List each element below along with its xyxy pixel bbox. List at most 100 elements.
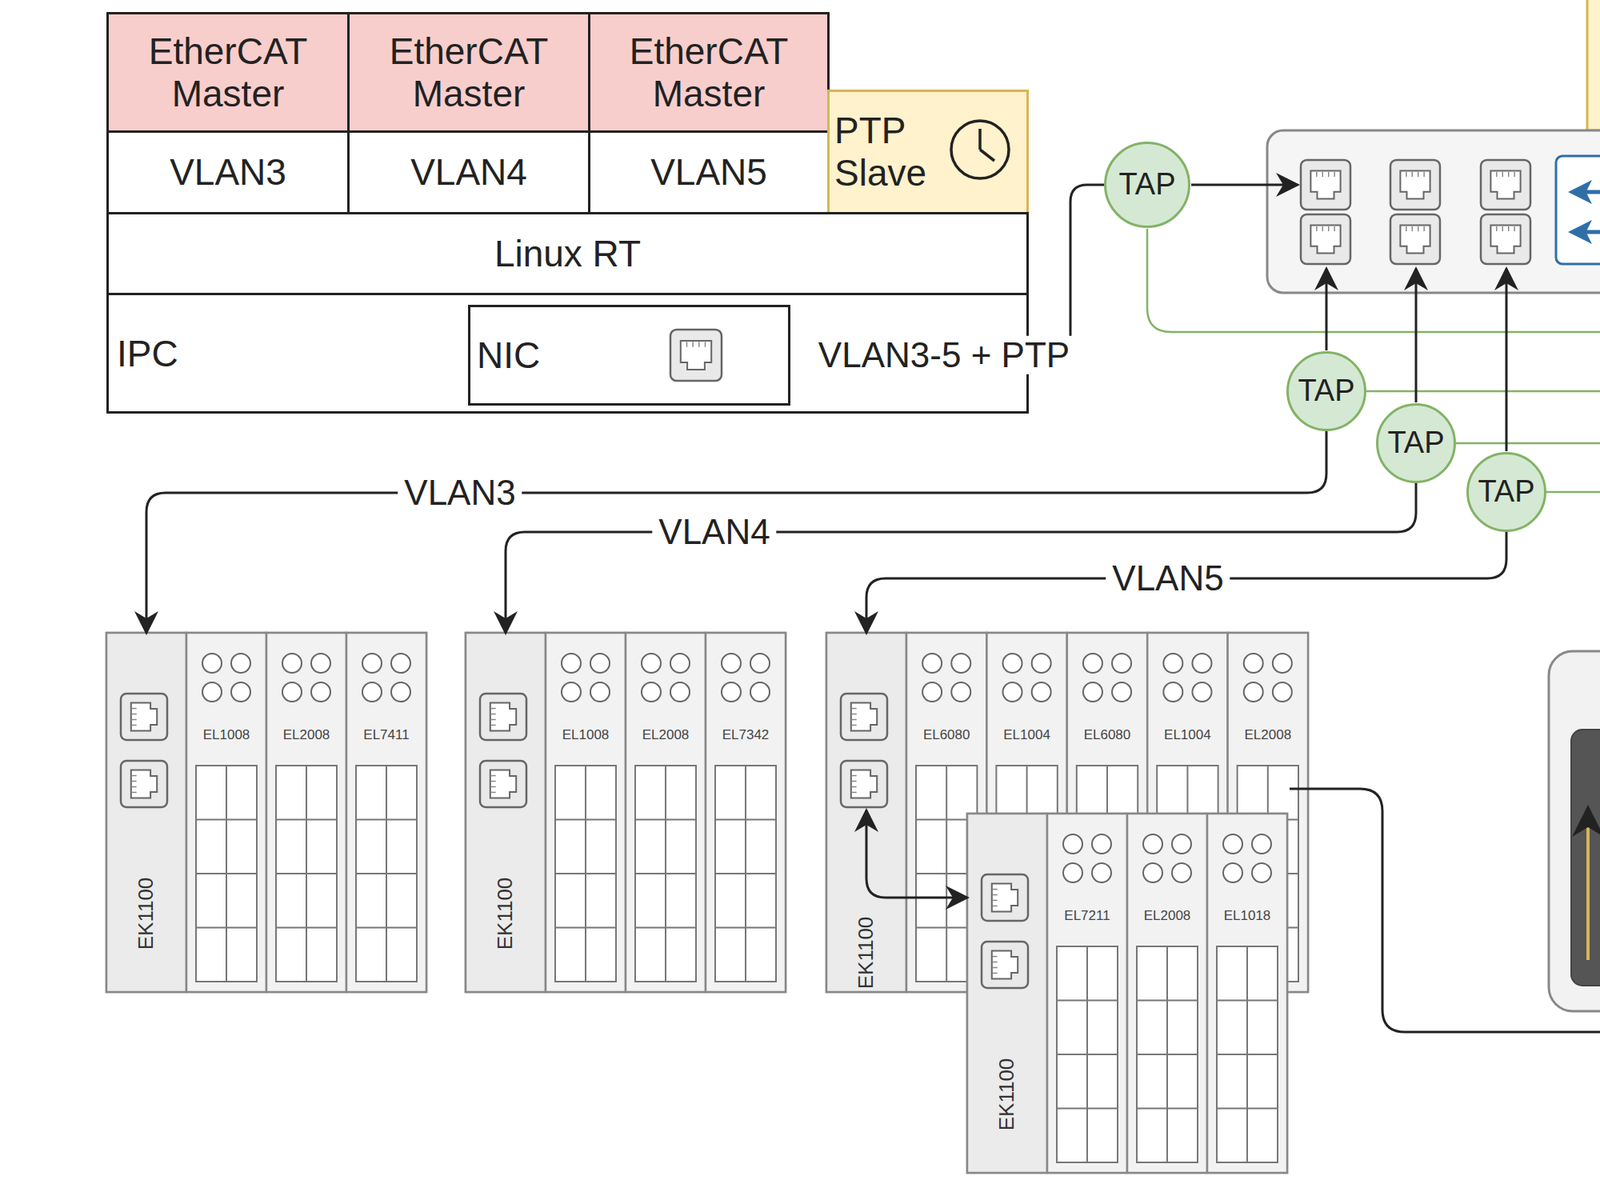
terminal-contacts: [1056, 946, 1118, 1163]
node-label: EL1018: [1207, 908, 1288, 924]
port-jack: [1310, 225, 1340, 254]
port-pin: [491, 713, 496, 716]
port-jack: [131, 703, 157, 732]
rj45-port: [120, 693, 168, 740]
coupler-body: [465, 632, 546, 992]
rack-body: [967, 813, 1288, 1173]
layer-box: VLAN3: [106, 130, 350, 215]
node-label: EtherCAT Master: [356, 30, 582, 116]
terminal-module: EL2008: [625, 632, 706, 992]
terminal-module: EL1008: [545, 632, 626, 992]
port-jack: [131, 770, 157, 799]
contact-divider: [1136, 1053, 1198, 1056]
port-pin: [852, 713, 857, 716]
port-pin: [1496, 226, 1498, 232]
terminal-led: [1192, 653, 1212, 673]
node-label: EL7211: [1047, 908, 1128, 924]
uplink-arrow: [1572, 190, 1600, 195]
contact-divider: [715, 927, 776, 929]
port-pin: [1417, 226, 1420, 232]
node-label: VLAN4: [410, 151, 528, 194]
connector: [866, 532, 1507, 633]
tap-monitor-line: [1546, 491, 1600, 494]
uplink-arrow: [1572, 230, 1600, 235]
tap-monitor-line: [1147, 228, 1600, 332]
terminal-led: [231, 682, 251, 702]
port-pin: [132, 775, 137, 777]
contact-divider: [356, 927, 417, 929]
port-pin: [491, 724, 496, 727]
terminal-led: [1063, 863, 1083, 883]
port-jack: [490, 703, 516, 732]
terminal-module: EL2008: [1127, 813, 1208, 1173]
node-label: EL6080: [906, 727, 987, 744]
terminal-led: [561, 653, 581, 673]
terminal-led: [721, 682, 741, 702]
terminal-contacts: [1136, 946, 1198, 1163]
terminal-module: EL1004: [1147, 632, 1228, 992]
terminal-led: [1252, 834, 1272, 854]
port-pin: [1417, 172, 1420, 177]
connector: [866, 810, 968, 898]
terminal-led: [1172, 834, 1192, 854]
rj45-port: [840, 693, 888, 740]
rj45-port: [1480, 214, 1531, 264]
terminal-module: EL1008: [186, 632, 267, 992]
port-frame: [981, 941, 1028, 988]
port-frame: [1390, 160, 1440, 210]
terminal-module: EL2008: [1228, 632, 1308, 992]
offpage-box: [1587, 0, 1600, 131]
terminal-module: [1047, 813, 1128, 1173]
port-pin: [132, 792, 137, 794]
port-pin: [992, 961, 998, 964]
contact-divider: [1056, 1108, 1118, 1110]
rack-body: [106, 632, 427, 992]
terminal-contacts: [715, 765, 776, 982]
port-pin: [1405, 172, 1408, 177]
port-pin: [491, 786, 496, 788]
port-pin: [698, 341, 700, 347]
contact-divider: [196, 872, 257, 875]
port-pin: [852, 786, 857, 788]
edge-label: VLAN3-5 + PTP: [812, 336, 1076, 375]
rj45-port: [670, 329, 722, 381]
port-frame: [1480, 214, 1531, 264]
terminal-racks: [106, 632, 1308, 1173]
node-label: EtherCAT Master: [115, 30, 341, 116]
terminal-led: [391, 653, 411, 673]
rj45-port: [840, 760, 888, 808]
node-label: TAP: [1297, 373, 1355, 409]
port-pin: [1328, 172, 1330, 177]
contact-divider: [1136, 1108, 1198, 1110]
node-label: EL2008: [1127, 908, 1208, 924]
port-jack: [992, 951, 1018, 980]
tap-circle: TAP: [1376, 403, 1456, 484]
terminal-led: [231, 653, 251, 673]
port-pin: [132, 724, 137, 727]
rj45-port: [981, 874, 1028, 921]
terminal-module: [346, 632, 427, 992]
ptp-box: PTP Slave: [827, 89, 1029, 215]
terminal-led: [311, 653, 331, 673]
port-pin: [491, 792, 496, 794]
tap-circle: TAP: [1104, 141, 1191, 228]
port-pin: [692, 341, 694, 347]
contact-divider: [635, 819, 696, 821]
port-pin: [1322, 172, 1324, 177]
terminal-led: [1143, 863, 1163, 883]
terminal-module: [1207, 813, 1288, 1173]
terminal-led: [1244, 653, 1264, 673]
port-pin: [132, 780, 137, 783]
terminal-module: EL7211: [1047, 813, 1128, 1173]
port-pin: [491, 719, 496, 721]
contact-divider: [1136, 1000, 1198, 1002]
port-jack: [1490, 171, 1520, 200]
port-frame: [1300, 214, 1351, 264]
terminal-led: [1223, 834, 1243, 854]
node-label: EK1100: [134, 877, 159, 951]
master-box: EtherCAT Master: [347, 12, 591, 133]
coupler-module: EK1100: [465, 632, 546, 992]
port-arrow: [1505, 268, 1508, 452]
node-label: EL2008: [266, 727, 347, 744]
